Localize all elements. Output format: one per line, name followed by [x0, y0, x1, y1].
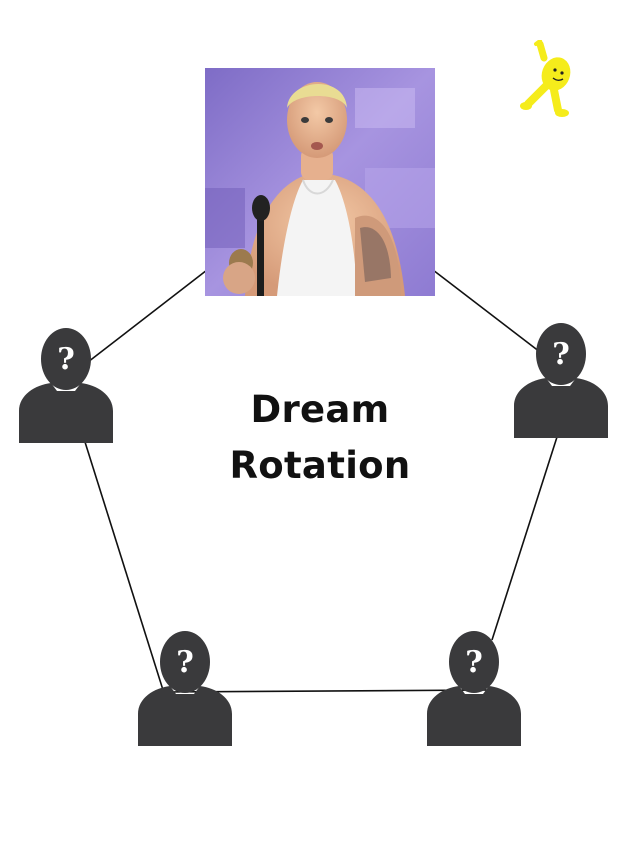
- person-question-icon: ?: [17, 323, 115, 443]
- diagram-title-line-2: Rotation: [229, 444, 411, 487]
- top-member-photo: [205, 68, 435, 296]
- connector-top-right: [432, 269, 541, 353]
- connector-left-bottomleft: [84, 441, 164, 691]
- placeholder-glyph: ?: [176, 645, 194, 680]
- placeholder-glyph: ?: [465, 645, 483, 680]
- mascot-icon: [518, 39, 578, 122]
- person-question-icon: ?: [136, 626, 234, 746]
- connector-top-left: [87, 269, 208, 363]
- connector-bottom: [162, 689, 491, 693]
- diagram-title-line-1: Dream: [250, 388, 390, 431]
- person-question-icon: ?: [425, 626, 523, 746]
- placeholder-glyph: ?: [552, 337, 570, 372]
- person-question-icon: ?: [512, 318, 610, 438]
- connector-right-bottomright: [491, 436, 558, 641]
- placeholder-glyph: ?: [57, 342, 75, 377]
